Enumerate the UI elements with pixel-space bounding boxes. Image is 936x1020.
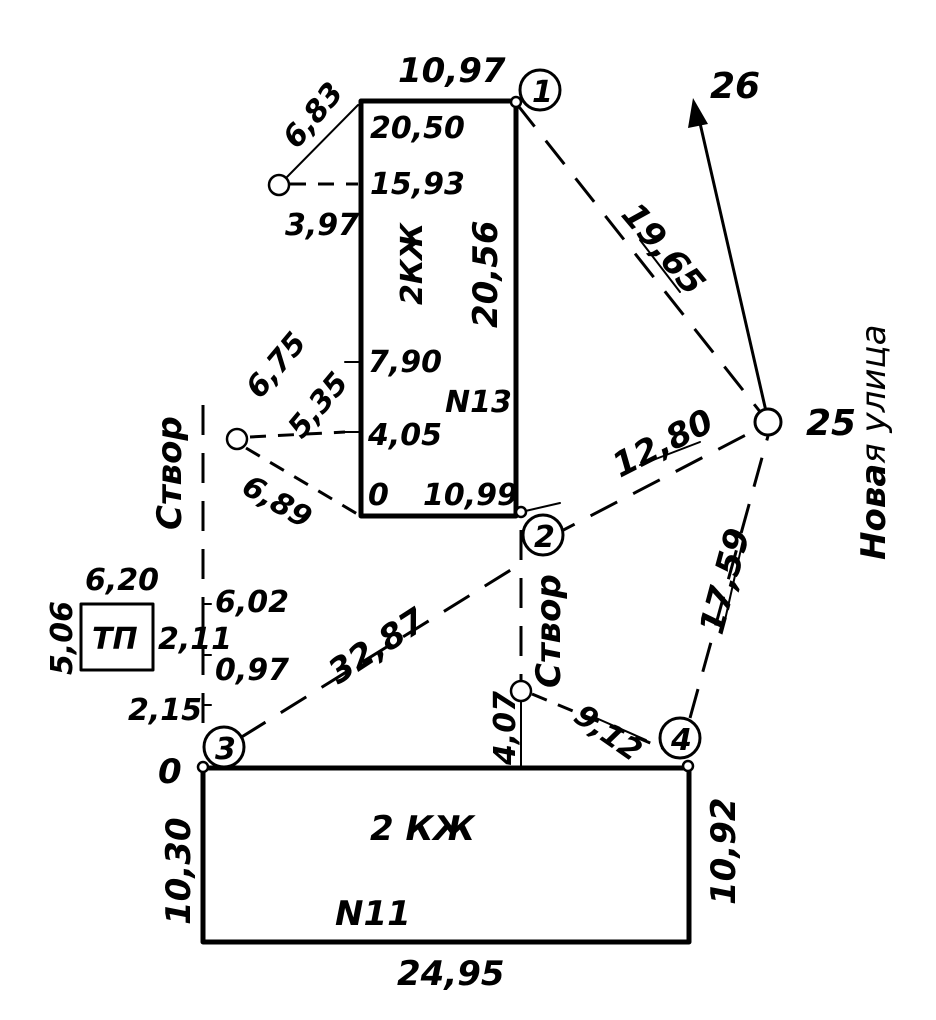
station-26-label: 26 <box>710 66 760 107</box>
left-mark-215: 2,15 <box>128 693 202 728</box>
upper-mark-2050: 20,50 <box>370 111 465 146</box>
lower-width-right-label: 10,92 <box>704 797 744 905</box>
tick-upper-689 <box>245 446 360 517</box>
tp-box-outline <box>79 602 155 672</box>
station-25-label: 25 <box>806 403 856 444</box>
upper-mark-675: 6,75 <box>239 326 313 405</box>
corner-dot-1 <box>509 95 523 109</box>
dist-stvor-bldg-label: 4,07 <box>488 691 523 766</box>
station-2-circle <box>521 513 565 557</box>
station-4-label: 4 <box>670 723 692 758</box>
left-mark-602: 6,02 <box>215 585 289 620</box>
mark-circle-upper <box>267 173 291 197</box>
line-2-25 <box>547 423 766 540</box>
dist-3-2-label: 32,87 <box>321 600 433 692</box>
lower-length-label: 24,95 <box>397 954 505 994</box>
corner-dot-3 <box>196 760 210 774</box>
tick-dist-9-12 <box>595 717 647 741</box>
tp-side-label: 2,11 <box>158 622 232 657</box>
line-stvor-4 <box>531 692 673 754</box>
tick-upper-535 <box>249 430 346 439</box>
upper-mark-689: 6,89 <box>236 469 318 536</box>
upper-building-type: 2КЖ <box>395 222 430 305</box>
direction-arrow-head <box>688 98 708 128</box>
tick-1-25 <box>639 239 681 293</box>
stvor-mid-label: Створ <box>529 574 569 688</box>
station-1-circle <box>518 68 562 112</box>
left-mark-0: 0 <box>158 752 182 792</box>
corner-dot-4 <box>681 759 695 773</box>
dist-2-25-label: 12,80 <box>606 402 720 486</box>
lower-building-number: N11 <box>335 894 411 934</box>
direction-arrow-line <box>695 108 770 422</box>
tp-width-label: 6,20 <box>85 563 159 598</box>
station-1-label: 1 <box>532 75 553 110</box>
upper-mark-790: 7,90 <box>368 345 442 380</box>
line-1-25 <box>514 102 767 419</box>
street-label-bold: Нова <box>854 464 894 560</box>
upper-mark-1099: 10,99 <box>423 478 518 513</box>
tick-dist-17-59 <box>724 539 744 621</box>
lower-width-left-label: 10,30 <box>159 817 199 925</box>
dist-4-25-label: 17,59 <box>692 524 758 638</box>
mark-circle-mid-left <box>225 427 249 451</box>
tp-height-label: 5,06 <box>45 601 80 675</box>
upper-width-label: 10,97 <box>398 51 506 91</box>
upper-mark-397: 3,97 <box>285 208 359 243</box>
street-label: Новая улица <box>854 325 894 560</box>
upper-building-number: N13 <box>445 385 512 420</box>
upper-mark-0: 0 <box>368 478 389 513</box>
line-4-25 <box>688 435 770 719</box>
stvor-left-label: Створ <box>150 416 190 530</box>
station-3-circle <box>202 725 246 769</box>
left-mark-097: 0,97 <box>215 653 289 688</box>
tick-2-25 <box>520 502 561 513</box>
lower-building-type: 2 КЖ <box>370 809 476 849</box>
street-label-rest: я улица <box>854 325 894 464</box>
tick-upper-683 <box>285 104 359 179</box>
station-25-circle <box>753 407 783 437</box>
tp-name-label: ТП <box>92 622 138 657</box>
mark-circle-stvor <box>509 679 533 703</box>
building-n13-outline <box>358 98 519 519</box>
building-n11-outline <box>200 765 692 945</box>
upper-mark-405: 4,05 <box>367 418 442 453</box>
dist-1-25-label: 19,65 <box>613 195 713 303</box>
corner-dot-2 <box>514 505 528 519</box>
upper-length-label: 20,56 <box>466 220 506 328</box>
station-2-label: 2 <box>534 520 555 555</box>
dist-stvor-4-label: 9,12 <box>567 698 648 769</box>
upper-mark-1593: 15,93 <box>370 167 465 202</box>
station-3-label: 3 <box>215 732 236 767</box>
tick-dist-12-80 <box>639 441 701 466</box>
line-3-2 <box>239 561 523 740</box>
upper-mark-683: 6,83 <box>276 76 350 155</box>
station-4-circle <box>658 716 702 760</box>
